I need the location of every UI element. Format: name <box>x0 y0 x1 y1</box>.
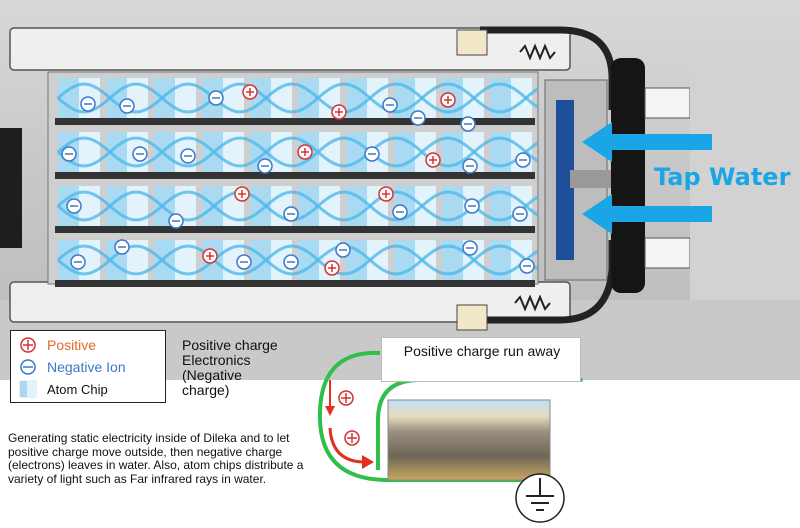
negative-ion-icon <box>410 110 426 126</box>
soil-image <box>387 399 551 481</box>
negative-ion-icon <box>66 198 82 214</box>
legend: Positive Negative Ion Atom Chip <box>10 330 166 403</box>
water-wave <box>57 244 539 276</box>
charge-layer <box>61 84 535 276</box>
negative-ion-icon <box>464 198 480 214</box>
charge-arrow-curve <box>328 427 366 464</box>
positive-charge-icon <box>378 186 394 202</box>
electronics-label: Electronics (Negative charge) <box>182 352 251 398</box>
water-wave <box>57 136 539 168</box>
water-flow-arrow-icon <box>582 122 712 162</box>
upper-spring <box>519 43 556 61</box>
positive-charge-icon <box>440 92 456 108</box>
positive-charge-icon <box>338 390 354 406</box>
positive-charge-label: Positive charge <box>182 337 278 353</box>
positive-charge-icon <box>425 152 441 168</box>
negative-ion-icon <box>168 213 184 229</box>
upper-cap <box>456 29 488 56</box>
negative-ion-icon <box>364 146 380 162</box>
tap-water-label: Tap Water <box>654 163 791 191</box>
ground-symbol-icon <box>515 473 565 523</box>
positive-charge-icon <box>202 248 218 264</box>
negative-ion-icon <box>283 206 299 222</box>
positive-charge-icon <box>20 337 36 353</box>
positive-charge-icon <box>324 260 340 276</box>
upper-tube <box>9 27 571 71</box>
left-dark-band <box>0 128 22 248</box>
negative-ion-icon <box>519 258 535 274</box>
right-housing <box>690 40 800 300</box>
outlet-fitting-lower <box>644 237 691 269</box>
negative-ion-icon <box>382 97 398 113</box>
atom-chip <box>295 186 343 233</box>
positive-charge-icon <box>297 144 313 160</box>
negative-ion-icon <box>119 98 135 114</box>
atom-chip-icon <box>19 380 37 398</box>
run-away-box: Positive charge run away <box>381 337 581 382</box>
water-wave <box>57 244 539 276</box>
negative-ion-icon <box>392 204 408 220</box>
negative-ion-icon <box>70 254 86 270</box>
negative-ion-icon <box>208 90 224 106</box>
run-away-label: Positive charge run away <box>403 343 561 359</box>
negative-ion-icon <box>114 239 130 255</box>
negative-ion-icon <box>61 146 77 162</box>
water-wave <box>57 190 539 222</box>
black-seal <box>611 58 645 293</box>
water-wave <box>57 82 539 114</box>
positive-charge-icon <box>234 186 250 202</box>
negative-ion-icon <box>460 116 476 132</box>
legend-chip-label: Atom Chip <box>47 381 108 397</box>
legend-chip: Atom Chip <box>19 380 108 398</box>
water-flow-arrow-icon <box>582 194 712 234</box>
negative-ion-icon <box>335 242 351 258</box>
water-wave <box>57 190 539 222</box>
wave-layer <box>57 82 539 276</box>
negative-ion-icon <box>132 146 148 162</box>
outlet-fitting <box>644 87 691 119</box>
negative-ion-icon <box>515 152 531 168</box>
lower-cap <box>456 304 488 331</box>
negative-ion-icon <box>180 148 196 164</box>
legend-positive-label: Positive <box>47 337 97 353</box>
positive-charge-icon <box>331 104 347 120</box>
negative-ion-icon <box>20 359 36 375</box>
legend-negative-label: Negative Ion <box>47 359 126 375</box>
negative-ion-icon <box>283 254 299 270</box>
connector-bar <box>570 170 615 188</box>
caption-text: Generating static electricity inside of … <box>8 431 304 486</box>
negative-ion-icon <box>512 206 528 222</box>
water-wave <box>57 82 539 114</box>
lower-spring <box>514 294 551 312</box>
legend-positive: Positive <box>19 336 96 354</box>
water-wave <box>57 136 539 168</box>
negative-ion-icon <box>462 158 478 174</box>
negative-ion-icon <box>236 254 252 270</box>
negative-ion-icon <box>80 96 96 112</box>
positive-charge-icon <box>344 430 360 446</box>
charge-arrow-head <box>325 406 335 416</box>
electrode-bar <box>556 100 574 260</box>
positive-charge-icon <box>242 84 258 100</box>
charge-arrow-head <box>362 455 374 469</box>
negative-ion-icon <box>462 240 478 256</box>
legend-negative: Negative Ion <box>19 358 126 376</box>
negative-ion-icon <box>257 158 273 174</box>
